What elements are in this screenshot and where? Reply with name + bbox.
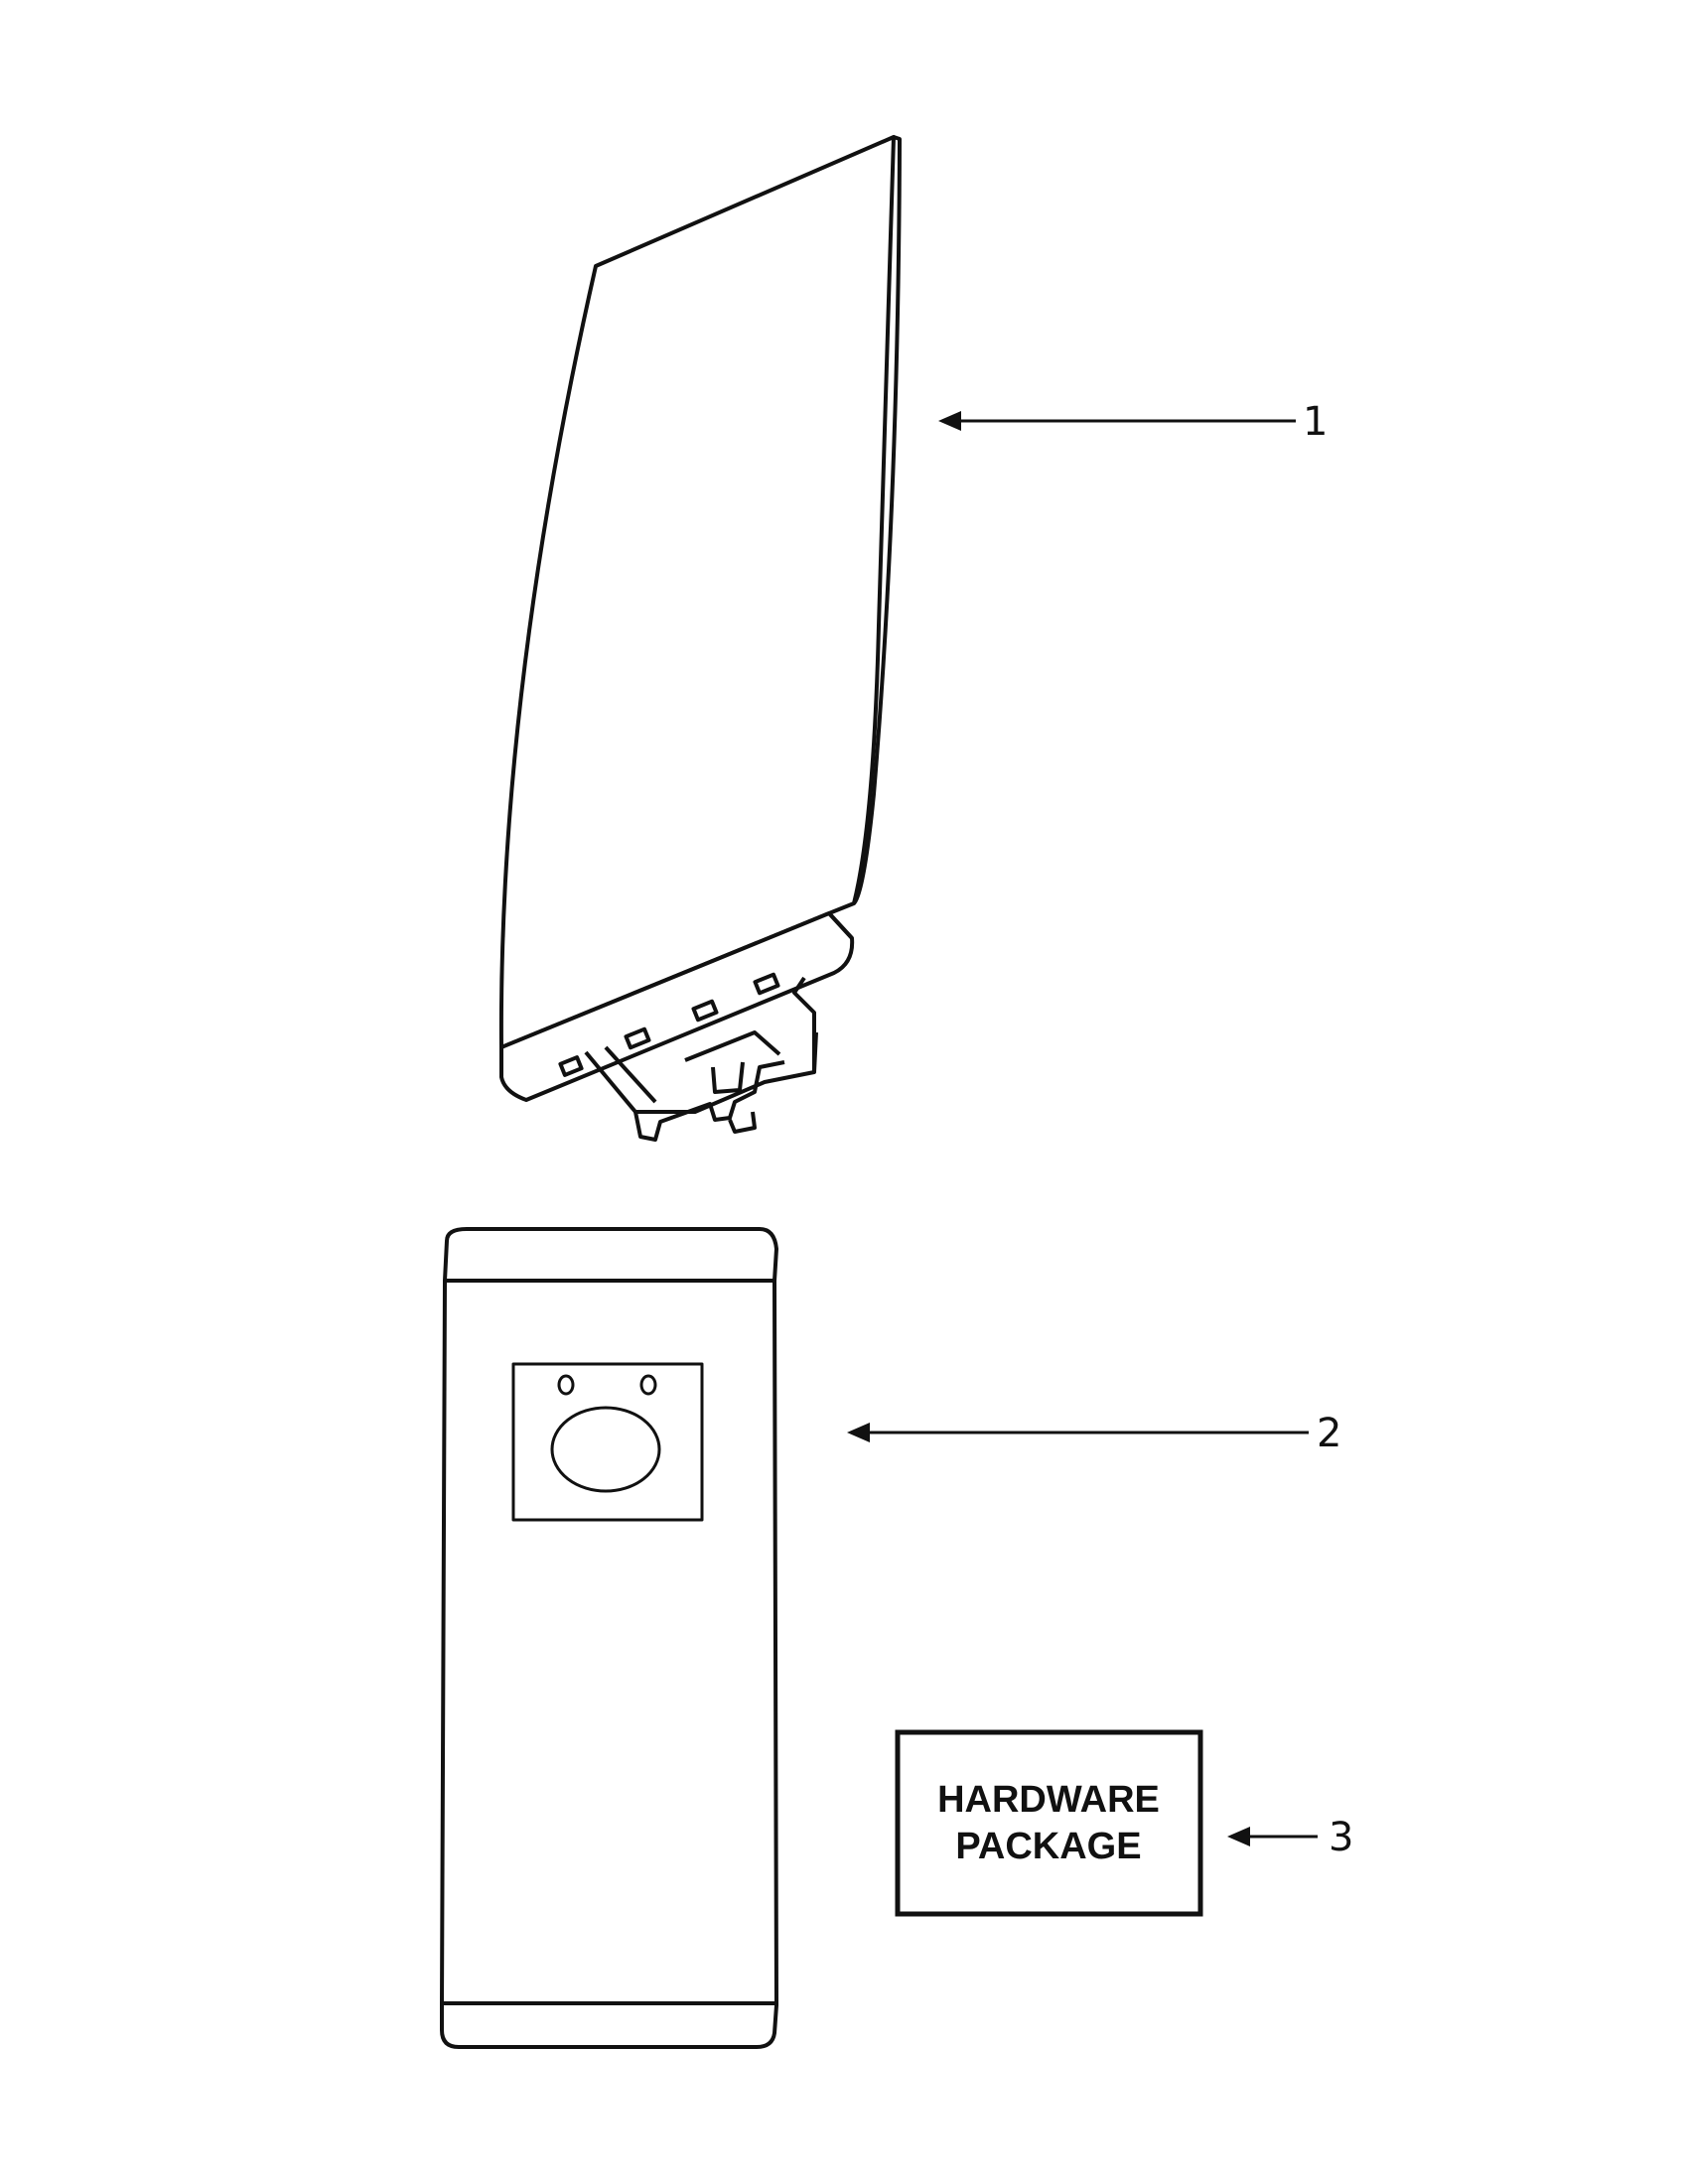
callout-3-label: 3: [1329, 1815, 1353, 1860]
part-1-panel: [498, 135, 902, 1142]
hardware-package-line1: HARDWARE: [937, 1779, 1160, 1821]
callout-2-label: 2: [1317, 1411, 1341, 1456]
part-2-cover: [440, 1227, 778, 2049]
callout-1: 1: [938, 399, 1328, 445]
callout-2: 2: [847, 1411, 1341, 1456]
callout-1-label: 1: [1303, 399, 1328, 445]
hardware-package-line2: PACKAGE: [955, 1826, 1141, 1867]
part-3-hardware-package: HARDWARE PACKAGE: [895, 1729, 1203, 1917]
callout-3: 3: [1227, 1815, 1353, 1860]
